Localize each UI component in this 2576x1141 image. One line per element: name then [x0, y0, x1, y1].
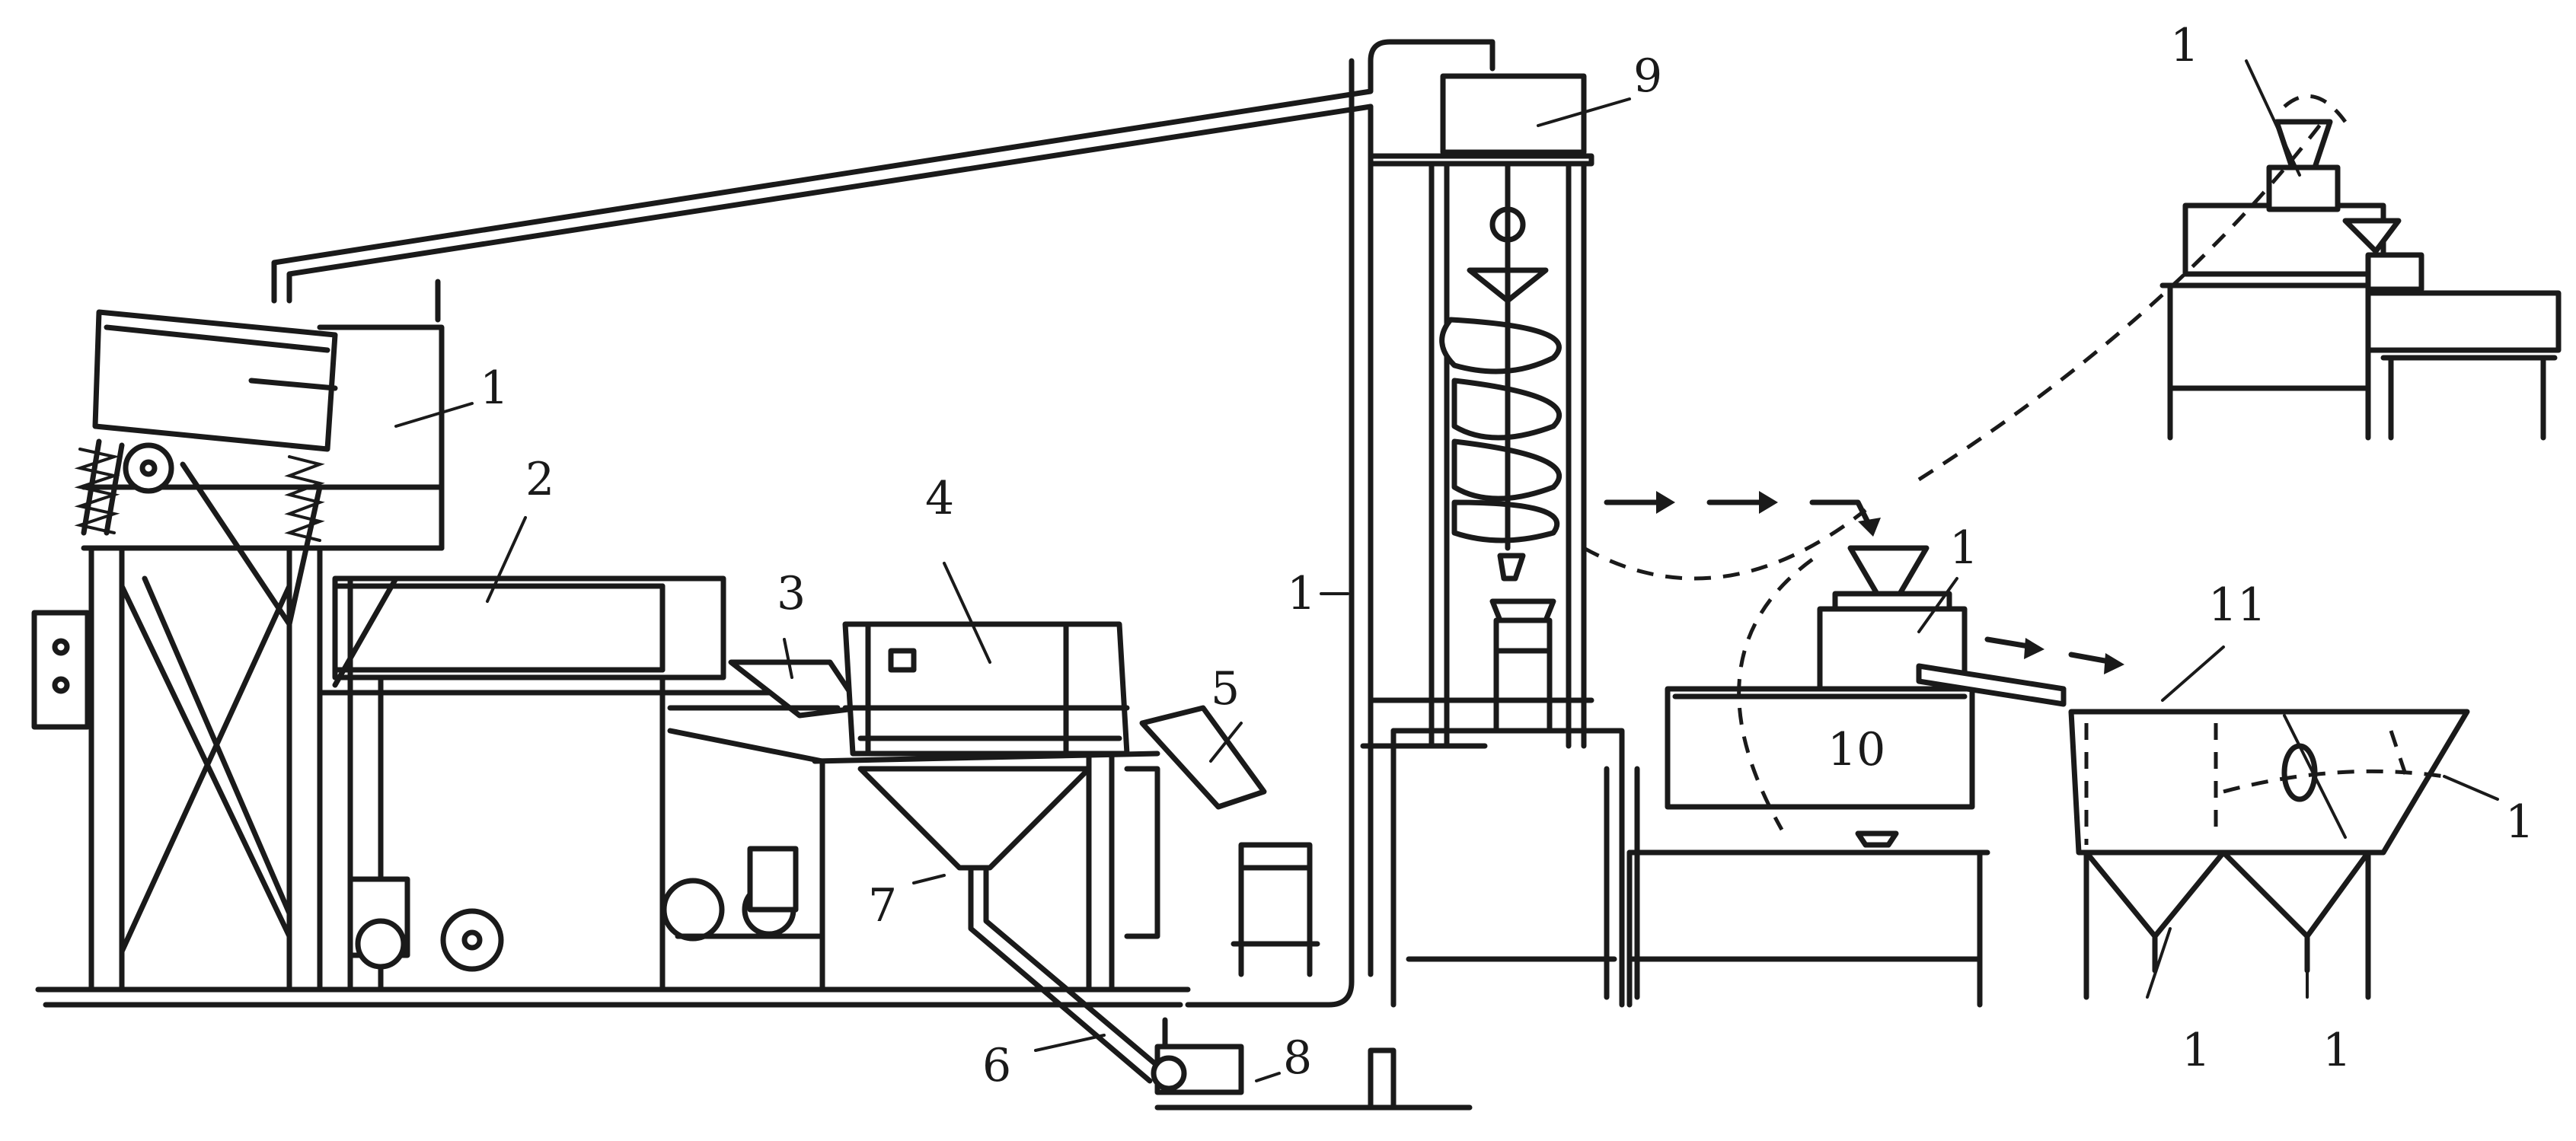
label-6: 6: [982, 1039, 1011, 1092]
spiral-elevator: [1360, 73, 1640, 1008]
feed-hopper: [661, 659, 863, 993]
label-1-tank-right: 1: [2505, 795, 2534, 849]
label-3: 3: [777, 567, 806, 620]
label-9: 9: [1633, 49, 1662, 103]
vibrating-screen: [31, 267, 445, 993]
overhead-pipe: [271, 39, 1495, 1008]
inset-machines: [2159, 119, 2562, 441]
discharge-chute: [1124, 705, 1320, 977]
label-5: 5: [1211, 662, 1240, 716]
label-1-machine: 1: [1949, 521, 1978, 575]
label-8: 8: [1283, 1031, 1312, 1085]
label-4: 4: [925, 472, 954, 525]
label-7: 7: [868, 879, 897, 932]
ground-lines: [35, 986, 1473, 1111]
settling-cone: [857, 766, 1160, 1084]
processing-tank: [1626, 545, 2067, 1008]
flow-arrows: [1582, 94, 2445, 831]
label-1-cone-left: 1: [2182, 1024, 2211, 1077]
label-11: 11: [2208, 578, 2266, 632]
label-1-pipe: 1: [1287, 567, 1316, 620]
label-1-inset: 1: [2170, 19, 2199, 72]
label-1-screen: 1: [480, 362, 509, 415]
washing-tank: [317, 575, 825, 993]
drum-peeler: [812, 621, 1160, 993]
callout-labels: 1 2 3 4 5 6 7 8 9 1 1 10 11 1 1 1 1: [480, 19, 2534, 1092]
sedimentation-tank: [2068, 709, 2470, 1000]
label-10: 10: [1827, 723, 1885, 776]
pump: [1151, 1017, 1244, 1095]
leader-lines: [394, 59, 2499, 1082]
label-2: 2: [525, 453, 554, 506]
label-1-cone-right: 1: [2322, 1024, 2351, 1077]
